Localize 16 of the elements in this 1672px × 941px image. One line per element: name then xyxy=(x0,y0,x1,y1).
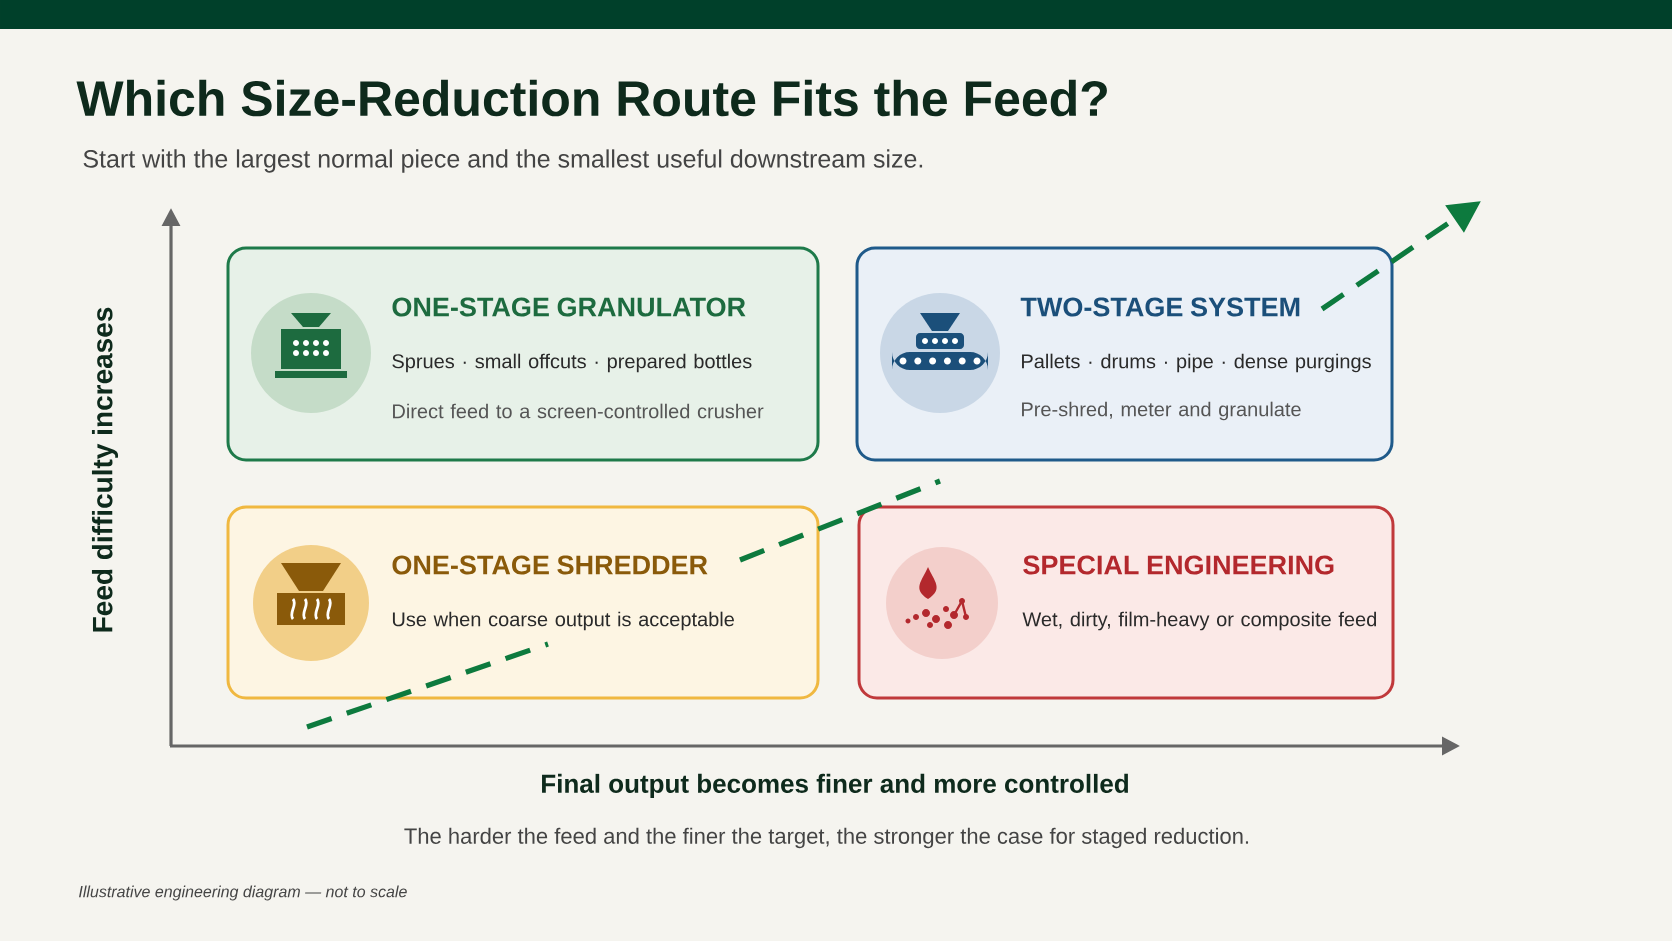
item-list: Use when coarse output is acceptable xyxy=(392,611,734,631)
box-heading: ONE-STAGE GRANULATOR xyxy=(392,297,746,317)
box-description: Direct feed to a screen-controlled crusher xyxy=(393,403,764,419)
subtitle: Start with the largest normal piece and the smallest useful downstream size. xyxy=(83,149,923,173)
disclaimer-note: Illustrative engineering diagram — not to scale xyxy=(79,885,407,901)
box-description: Pre-shred, meter and granulate xyxy=(1022,401,1301,421)
item-list: Pallets · drums · pipe · dense purgings xyxy=(1022,353,1371,373)
axis-title: Feed difficulty increases xyxy=(91,307,119,632)
item-list: Wet, dirty, film-heavy or composite feed xyxy=(1022,611,1377,631)
box-heading: ONE-STAGE SHREDDER xyxy=(392,555,708,575)
item-list: Sprues · small offcuts · prepared bottles xyxy=(392,353,752,373)
box-heading: SPECIAL ENGINEERING xyxy=(1023,555,1334,575)
box-heading: TWO-STAGE SYSTEM xyxy=(1020,297,1300,317)
axis-title: Final output becomes finer and more controlled xyxy=(542,773,1128,799)
footer-note: The harder the feed and the finer the target, the stronger the case for staged reduction. xyxy=(404,827,1249,849)
title: Which Size-Reduction Route Fits the Feed? xyxy=(76,79,1107,117)
